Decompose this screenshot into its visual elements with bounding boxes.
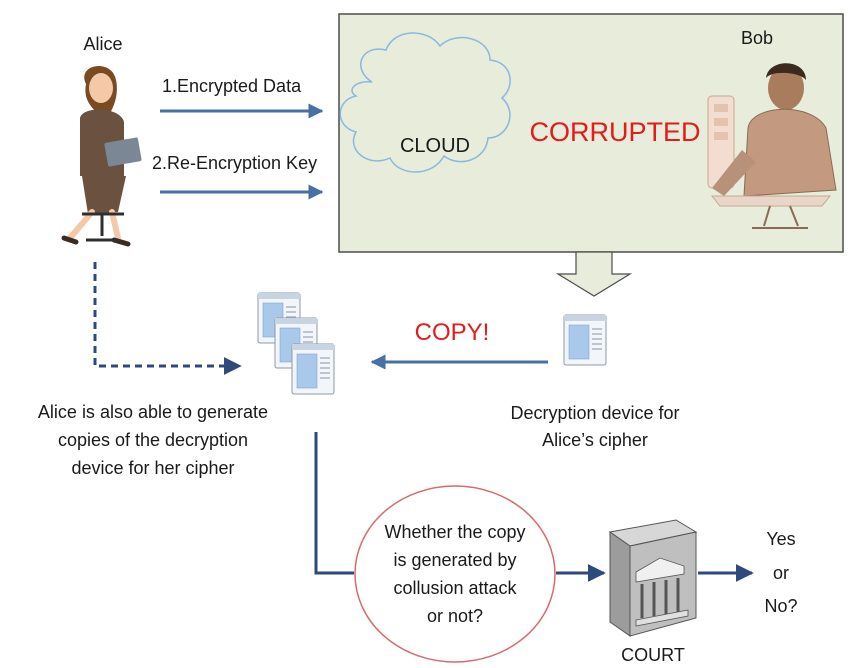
question-line-2: is generated by	[393, 550, 516, 570]
question-line-3: collusion attack	[393, 578, 517, 598]
alice-dashed-arrow	[93, 262, 242, 375]
decryption-device-caption-line-1: Decryption device for	[510, 403, 679, 423]
copy-label: COPY!	[415, 319, 490, 346]
decryption-device-caption-line-2: Alice’s cipher	[542, 430, 648, 450]
bob-figure	[707, 63, 837, 229]
copies-to-question-line	[314, 432, 354, 575]
alice-copies-caption-line-2: copies of the decryption	[58, 430, 248, 450]
message-encrypted-data: 1.Encrypted Data	[162, 76, 302, 96]
down-block-arrow	[555, 251, 633, 297]
corrupted-label: CORRUPTED	[529, 117, 700, 147]
court-icon	[608, 519, 698, 637]
alice-copies-caption-line-3: device for her cipher	[71, 458, 234, 478]
cloud-label: CLOUD	[400, 135, 470, 157]
question-ellipse	[354, 485, 556, 663]
bob-name: Bob	[741, 28, 773, 48]
alice-figure	[61, 66, 142, 247]
alice-copies-caption-line-1: Alice is also able to generate	[38, 402, 268, 422]
decryption-device-icon	[563, 314, 607, 366]
alice-name: Alice	[83, 34, 122, 54]
verdict-line-3: No?	[764, 596, 797, 616]
device-copies-stack	[257, 292, 335, 395]
cloud-shape	[339, 32, 511, 173]
verdict-line-1: Yes	[766, 529, 795, 549]
question-line-4: or not?	[427, 606, 483, 626]
court-label: COURT	[621, 645, 685, 665]
question-line-1: Whether the copy	[384, 522, 525, 542]
verdict-line-2: or	[773, 563, 789, 583]
message-re-encryption-key: 2.Re-Encryption Key	[152, 153, 317, 173]
